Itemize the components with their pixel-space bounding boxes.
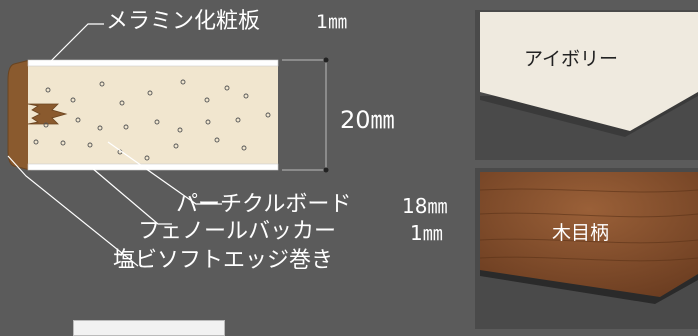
pvc-edge [7,59,31,171]
particles [33,79,271,161]
bottom-tab [73,320,225,336]
phenol-backer-layer [27,163,279,171]
leader-particle [107,141,222,205]
melamine-layer [27,59,279,67]
swatch-wood-label: 木目柄 [552,222,610,244]
label-total-thickness: 20㎜ [340,106,395,134]
label-melamine: メラミン化粧板 [106,9,261,34]
cross-section [7,59,279,171]
label-pvc-edge: 塩ビソフトエッジ巻き [113,248,334,273]
swatch-ivory-label: アイボリー [524,48,619,70]
swatch-ivory-surface [480,12,698,131]
edge-tongue [27,103,68,125]
leader-lines [7,23,222,267]
swatch-wood-surface [480,172,698,297]
swatch-ivory [475,10,698,160]
particle-board [28,66,278,164]
swatch-wood [475,168,698,329]
leader-pvc [7,155,139,267]
leader-phenol [91,167,172,225]
leader-melamine [47,23,104,65]
label-phenol-backer-thickness: 1㎜ [410,221,443,245]
label-melamine-thickness: 1㎜ [316,11,348,33]
label-particle-board: パーチクルボード [176,192,352,217]
label-phenol-backer: フェノールバッカー [138,219,337,244]
board-diagram [7,10,698,329]
dimension-bracket [282,57,329,173]
label-particle-board-thickness: 18㎜ [402,194,448,218]
